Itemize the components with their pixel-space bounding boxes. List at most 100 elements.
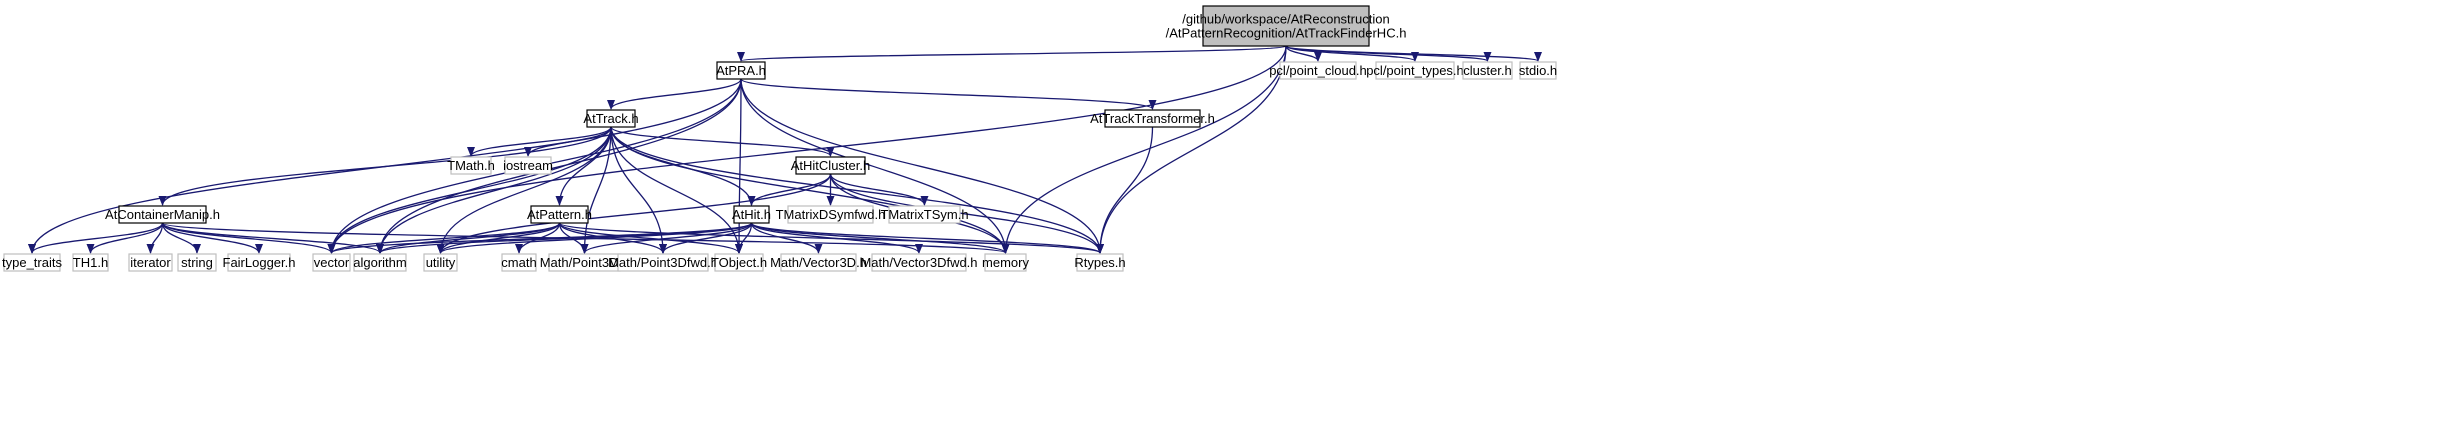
node-athit[interactable]: AtHit.h: [732, 205, 771, 224]
edge-root-to-stdio: [1285, 45, 1542, 62]
edge-atcontainermanip-to-algorithm: [161, 222, 384, 254]
edge-athit-to-tobject: [735, 222, 753, 254]
node-atcontainermanip-label: AtContainerManip.h: [105, 207, 220, 222]
node-iostream-label: iostream: [503, 158, 553, 173]
node-attrack-box: [586, 109, 636, 128]
node-pointtypes: pcl/point_types.h: [1366, 61, 1464, 80]
node-tobject: TObject.h: [711, 253, 767, 272]
node-tmatrixdsymfwd-label: TMatrixDSymfwd.h: [776, 207, 886, 222]
node-tmatrixdsymfwd: TMatrixDSymfwd.h: [776, 205, 886, 224]
edge-atpattern-to-utility: [436, 222, 561, 254]
node-string-box: [177, 253, 217, 272]
node-tmath-box: [450, 156, 492, 175]
node-tmath-label: TMath.h: [447, 158, 495, 173]
edge-attrack-to-atcontainermanip: [158, 126, 612, 206]
node-attracktransformer-label: AtTrackTransformer.h: [1090, 111, 1215, 126]
node-atpra-box: [716, 61, 766, 80]
node-rtypes-label: Rtypes.h: [1074, 255, 1125, 270]
edge-attracktransformer-to-rtypes: [1096, 126, 1154, 254]
node-pointcloud-box: [1279, 61, 1357, 80]
node-root-box: [1202, 5, 1370, 47]
node-stdio-label: stdio.h: [1519, 63, 1557, 78]
edge-athitcluster-to-rtypes: [829, 173, 1104, 254]
node-attracktransformer[interactable]: AtTrackTransformer.h: [1090, 109, 1215, 128]
node-rtypes-box: [1076, 253, 1124, 272]
edge-atcontainermanip-to-fairlogger: [161, 222, 263, 254]
node-tmath: TMath.h: [447, 156, 495, 175]
node-rtypes: Rtypes.h: [1074, 253, 1126, 272]
node-mathvector3dfwd-box: [871, 253, 967, 272]
edge-atpattern-to-algorithm: [376, 222, 561, 254]
node-atpra[interactable]: AtPRA.h: [716, 61, 766, 80]
node-tmatrixtsym-label: TMatrixTSym.h: [880, 207, 968, 222]
node-atpattern-label: AtPattern.h: [527, 207, 592, 222]
node-mathpoint3d-label: Math/Point3D.h: [540, 255, 630, 270]
node-athit-box: [733, 205, 770, 224]
edge-attrack-to-memory: [610, 126, 1010, 254]
edge-attrack-to-tobject: [610, 126, 743, 254]
node-pointtypes-box: [1375, 61, 1455, 80]
edge-athitcluster-to-athit: [747, 173, 832, 206]
node-vector-box: [312, 253, 351, 272]
node-atpattern[interactable]: AtPattern.h: [527, 205, 592, 224]
node-root-label: /github/workspace/AtReconstruction: [1182, 12, 1389, 27]
edge-athit-to-rtypes: [750, 222, 1104, 254]
node-stdio-box: [1519, 61, 1557, 80]
edge-atpra-to-memory: [740, 78, 1010, 254]
edge-atpra-to-attracktransformer: [740, 78, 1157, 110]
node-athitcluster[interactable]: AtHitCluster.h: [791, 156, 870, 175]
node-cluster: cluster.h: [1462, 61, 1513, 80]
node-th1: TH1.h: [72, 253, 109, 272]
node-memory-label: memory: [982, 255, 1029, 270]
node-attracktransformer-box: [1104, 109, 1201, 128]
node-cmath-label: cmath: [501, 255, 536, 270]
node-fairlogger-box: [227, 253, 291, 272]
edge-attrack-to-athitcluster: [610, 126, 835, 157]
node-atcontainermanip[interactable]: AtContainerManip.h: [105, 205, 220, 224]
node-attrack[interactable]: AtTrack.h: [583, 109, 639, 128]
node-mathpoint3dfwd-label: Math/Point3Dfwd.h: [608, 255, 718, 270]
edge-attrack-to-vector: [327, 126, 612, 254]
edge-atpattern-to-tobject: [558, 222, 743, 254]
edges-layer: [28, 45, 1542, 254]
node-mathvector3d-label: Math/Vector3D.h: [770, 255, 867, 270]
node-tmatrixtsym: TMatrixTSym.h: [880, 205, 969, 224]
edge-attrack-to-rtypes: [610, 126, 1104, 254]
node-vector: vector: [312, 253, 351, 272]
node-root-label: /AtPatternRecognition/AtTrackFinderHC.h: [1166, 26, 1407, 41]
edge-athit-to-mathpoint3d: [580, 222, 753, 254]
edge-root-to-atpra: [737, 45, 1287, 62]
node-utility: utility: [423, 253, 458, 272]
node-iostream: iostream: [503, 156, 553, 175]
edge-root-to-memory: [1001, 45, 1287, 254]
node-pointcloud: pcl/point_cloud.h: [1269, 61, 1367, 80]
node-mathvector3d-box: [780, 253, 857, 272]
node-memory: memory: [982, 253, 1029, 272]
node-algorithm: algorithm: [353, 253, 407, 272]
node-atcontainermanip-box: [118, 205, 207, 224]
node-mathvector3dfwd: Math/Vector3Dfwd.h: [860, 253, 978, 272]
edge-atpra-to-tobject: [735, 78, 744, 254]
edge-atcontainermanip-to-th1: [86, 222, 164, 254]
edge-atpra-to-algorithm: [376, 78, 742, 254]
node-attrack-label: AtTrack.h: [583, 111, 638, 126]
edge-atcontainermanip-to-iterator: [146, 222, 164, 254]
node-iostream-box: [504, 156, 552, 175]
edge-athit-to-memory: [750, 222, 1010, 254]
edge-athitcluster-to-tmatrixtsym: [829, 173, 929, 206]
edge-attrack-to-utility: [436, 126, 612, 254]
node-root[interactable]: /github/workspace/AtReconstruction/AtPat…: [1166, 5, 1407, 47]
node-iterator-label: iterator: [130, 255, 171, 270]
node-th1-box: [72, 253, 109, 272]
edge-atpra-to-attrack: [607, 78, 742, 110]
edge-attrack-to-tmath: [467, 126, 612, 157]
node-cmath-box: [501, 253, 537, 272]
node-iterator: iterator: [128, 253, 173, 272]
node-mathpoint3dfwd-box: [617, 253, 709, 272]
node-typetraits-box: [3, 253, 61, 272]
edge-atpra-to-rtypes: [740, 78, 1104, 254]
node-typetraits-label: type_traits: [2, 255, 62, 270]
edge-atpattern-to-vector: [327, 222, 561, 254]
edge-atcontainermanip-to-typetraits: [28, 222, 164, 254]
